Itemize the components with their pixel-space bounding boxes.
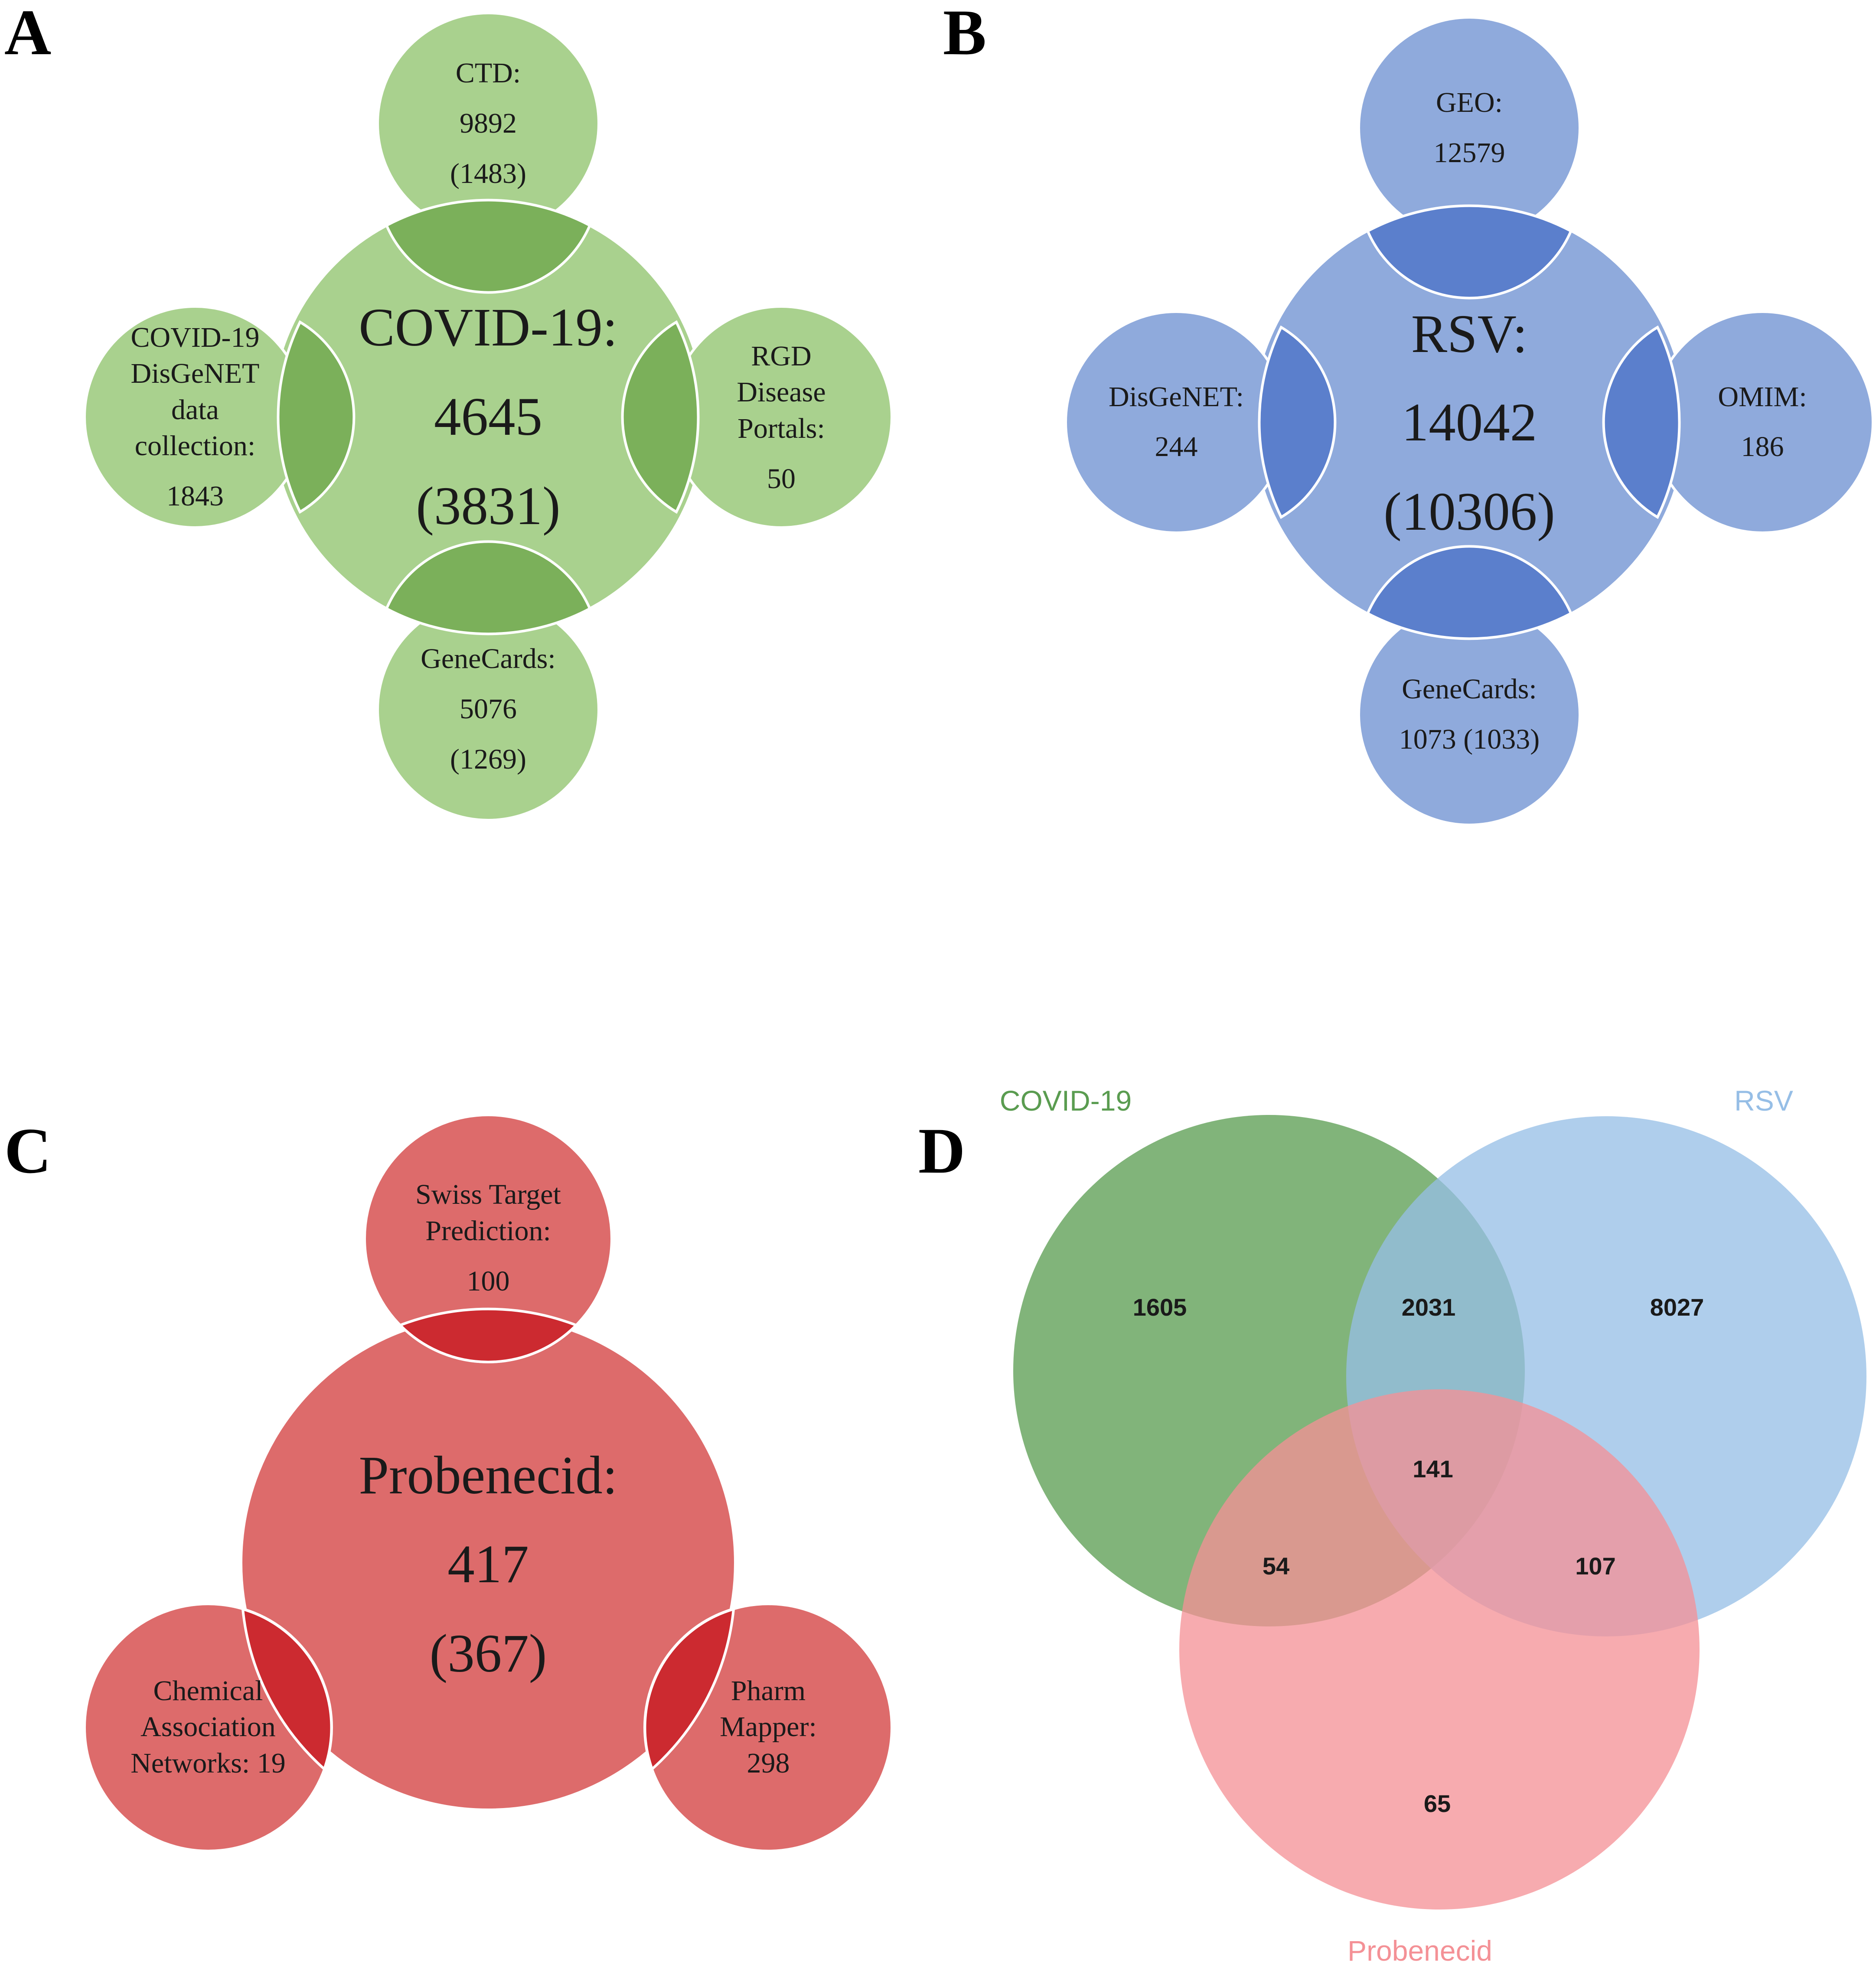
panel-b-top-line1: GEO: (1436, 87, 1503, 118)
panel-a-overlap-bottom (385, 540, 592, 635)
panel-b-bottom-line2: 1073 (1033) (1399, 723, 1540, 755)
panel-a-top-line2: 9892 (460, 108, 517, 139)
panel-d-rsv-probenecid-count: 107 (1575, 1552, 1615, 1580)
panel-b-right-line2: 186 (1741, 431, 1784, 463)
panel-d-label: D (918, 1115, 965, 1187)
panel-b-right-circle (1651, 310, 1874, 534)
panel-c-right-line2: Mapper: (720, 1711, 817, 1743)
panel-c-overlap-top (398, 1307, 579, 1363)
panel-c-label: C (4, 1115, 51, 1187)
panel-c-left-line2: Association (140, 1711, 276, 1743)
panel-c-top-line3: 100 (467, 1265, 510, 1297)
panel-c-center-title: Probenecid: (359, 1446, 617, 1506)
panel-c-center-subcount: (367) (430, 1624, 547, 1684)
panel-a-overlap-top (385, 199, 592, 294)
panel-a-right-line4: 50 (767, 463, 796, 495)
panel-d-covid-rsv-count: 2031 (1402, 1294, 1456, 1321)
panel-a-right-line1: RGD (751, 340, 811, 372)
panel-b-center-count: 14042 (1402, 393, 1537, 453)
panel-a-left-line5: 1843 (166, 480, 224, 512)
panel-d: D COVID-19 RSV Probenecid 1605 2031 8027… (918, 1085, 1866, 1965)
panel-b-overlap-bottom (1366, 545, 1573, 640)
panel-b-overlap-right (1602, 325, 1681, 519)
panel-a-label: A (4, 0, 51, 68)
panel-d-rsv-label: RSV (1734, 1085, 1793, 1117)
panel-a-left-line3: data (171, 394, 219, 426)
panel-a-center-subcount: (3831) (416, 476, 560, 536)
panel-a-overlap-left (277, 320, 356, 514)
panel-b-center-title: RSV: (1411, 304, 1528, 364)
panel-a-left-line1: COVID-19 (131, 322, 260, 353)
panel-a-top-line3: (1483) (450, 158, 526, 189)
panel-c: C Probenecid: 417 (367) Swiss Target Pre… (4, 1114, 893, 1852)
panel-b-center-subcount: (10306) (1383, 482, 1555, 542)
panel-c-top-line2: Prediction: (425, 1215, 551, 1247)
panel-a-right-line2: Disease (737, 376, 825, 408)
panel-a-center-title: COVID-19: (359, 298, 617, 358)
panel-a-bottom-line2: 5076 (460, 693, 517, 725)
panel-a-top-line1: CTD: (456, 57, 521, 89)
panel-b-left-circle (1064, 310, 1288, 534)
panel-b-top-line2: 12579 (1434, 137, 1505, 169)
panel-d-probenecid-circle (1179, 1389, 1700, 1910)
panel-a-overlap-right (621, 320, 700, 514)
panel-c-overlap-right (643, 1607, 735, 1772)
panel-c-top-line1: Swiss Target (415, 1179, 561, 1210)
panel-b-overlap-top (1366, 204, 1573, 300)
panel-b-right-line1: OMIM: (1718, 381, 1807, 413)
panel-a-right-line3: Portals: (737, 413, 825, 444)
panel-c-center-count: 417 (447, 1535, 529, 1594)
panel-b-bottom-line1: GeneCards: (1402, 673, 1537, 705)
panel-c-right-line3: 298 (747, 1747, 790, 1779)
panel-c-right-line1: Pharm (731, 1675, 806, 1707)
panel-d-rsv-only-count: 8027 (1650, 1294, 1704, 1321)
panel-c-left-line3: Networks: 19 (131, 1747, 285, 1779)
panel-a-center-count: 4645 (434, 387, 542, 447)
panel-d-covid-label: COVID-19 (1000, 1085, 1132, 1117)
panel-d-covid-probenecid-count: 54 (1263, 1552, 1289, 1580)
panel-d-probenecid-only-count: 65 (1424, 1790, 1451, 1817)
panel-c-overlap-left (241, 1607, 333, 1772)
panel-b-left-line2: 244 (1155, 431, 1198, 463)
panel-b-left-line1: DisGeNET: (1109, 381, 1244, 413)
panel-a-left-line2: DisGeNET (131, 358, 260, 389)
panel-a-left-line4: collection: (135, 430, 256, 462)
panel-d-covid-only-count: 1605 (1133, 1294, 1187, 1321)
panel-a-bottom-line3: (1269) (450, 743, 526, 775)
panel-b: B RSV: 14042 (10306) GEO: 12579 DisGeNET… (943, 0, 1874, 826)
panel-b-overlap-left (1258, 325, 1337, 519)
panel-c-left-line1: Chemical (153, 1675, 263, 1707)
panel-d-probenecid-label: Probenecid (1347, 1935, 1492, 1965)
panel-a: A COVID-19: 4645 (3831) CTD: 9892 (1483)… (4, 0, 893, 821)
panel-b-label: B (943, 0, 986, 68)
panel-d-all-three-count: 141 (1413, 1455, 1453, 1483)
panel-a-bottom-line1: GeneCards: (421, 643, 556, 675)
